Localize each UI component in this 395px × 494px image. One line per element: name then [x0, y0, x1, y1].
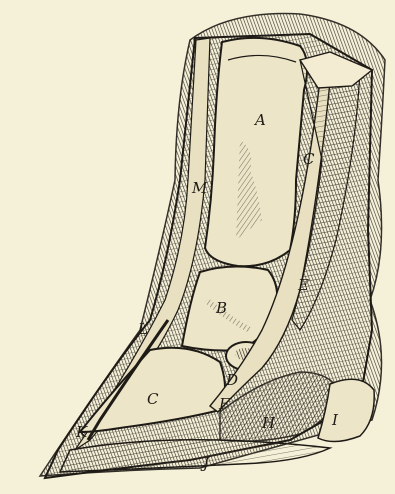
label-K: K: [75, 423, 88, 441]
label-H: H: [261, 414, 276, 432]
bone-A: [205, 38, 307, 266]
label-B: B: [215, 299, 227, 317]
label-M: M: [191, 179, 208, 197]
label-D: D: [225, 371, 238, 389]
label-F: F: [218, 395, 230, 413]
label-C-lower: C: [147, 390, 159, 408]
label-E: E: [297, 276, 309, 294]
label-I: I: [331, 411, 339, 429]
label-C-upper: C: [303, 150, 315, 168]
label-L: L: [137, 320, 148, 338]
label-A: A: [253, 111, 266, 129]
